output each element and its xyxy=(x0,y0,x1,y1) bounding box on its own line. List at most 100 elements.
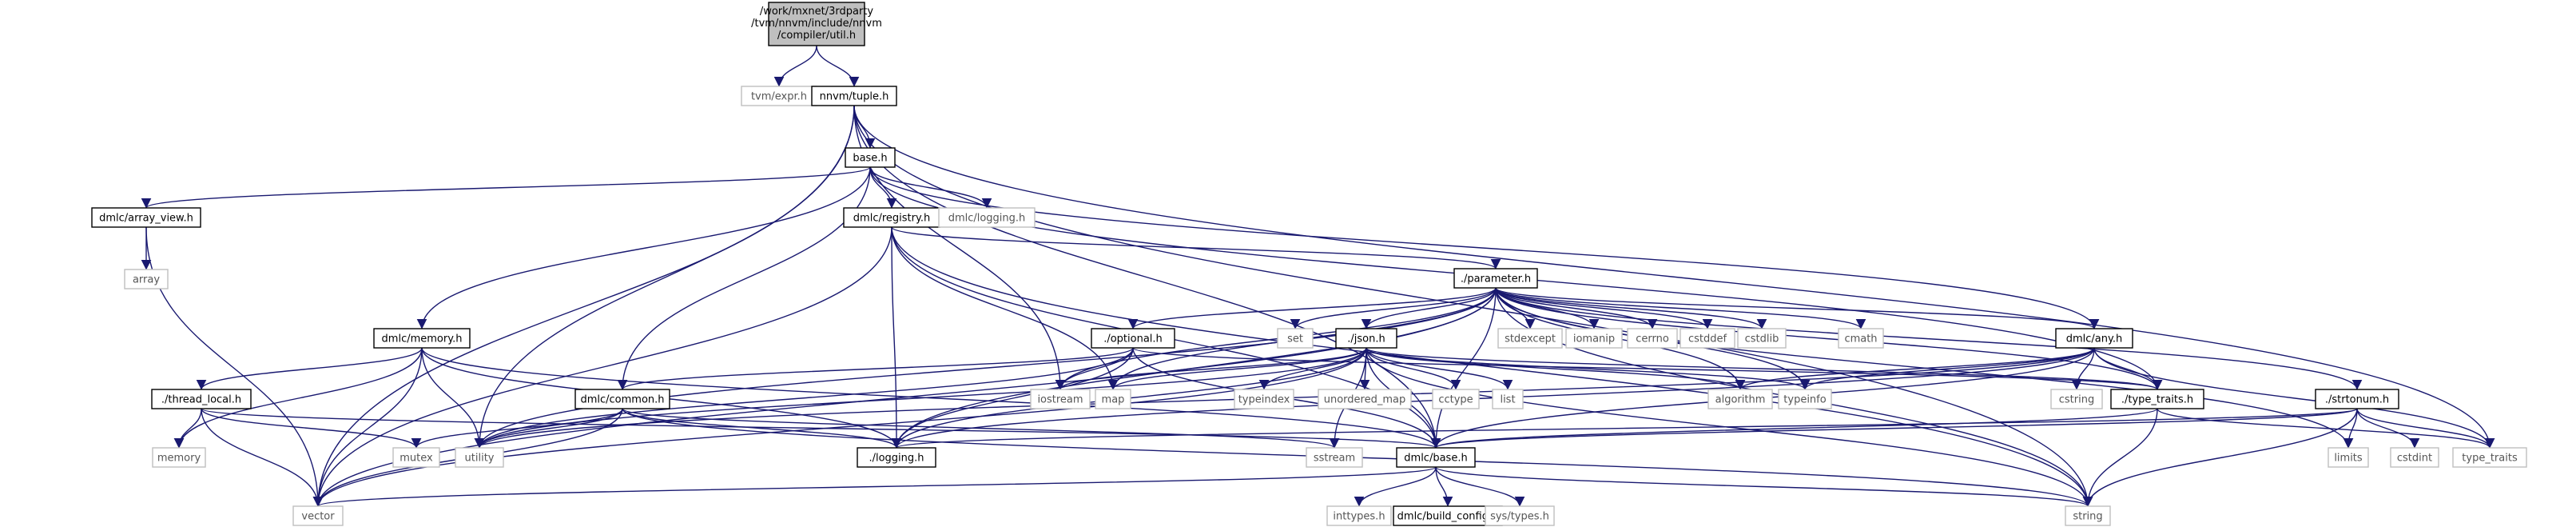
edge-base-to-dmlc_any xyxy=(869,166,2100,329)
node-array_view[interactable]: dmlc/array_view.h xyxy=(91,207,201,228)
node-label-limits: limits xyxy=(2334,453,2363,465)
edge-strtonum-to-type_traits xyxy=(2356,408,2495,449)
node-dmlc_base[interactable]: dmlc/base.h xyxy=(1396,447,1476,468)
edge-strtonum-to-string xyxy=(2082,408,2358,507)
node-box-cstdlib xyxy=(1737,328,1787,349)
node-box-cmath xyxy=(1838,328,1884,349)
edge-thread_local-to-vector xyxy=(201,408,324,507)
edge-parameter-to-json xyxy=(1361,287,1497,329)
dependency-edges xyxy=(141,45,2495,507)
edge-type_traits_h-to-type_traits xyxy=(2157,408,2495,449)
node-box-dmlc_logging_ext xyxy=(938,207,1036,228)
node-optional[interactable]: ./optional.h xyxy=(1091,328,1175,349)
edge-dmlc_any-to-type_traits xyxy=(2093,347,2495,449)
edge-parameter-to-set xyxy=(1290,287,1497,329)
node-label-build_config: dmlc/build_config.h xyxy=(1397,511,1499,523)
node-array: array xyxy=(124,269,169,289)
node-label-dmlc_any: dmlc/any.h xyxy=(2066,333,2122,345)
node-label-mutex: mutex xyxy=(400,453,433,465)
edge-dmlc_base-to-sys_types xyxy=(1435,466,1525,507)
node-label-sstream: sstream xyxy=(1314,453,1355,465)
node-box-build_config xyxy=(1393,505,1503,526)
node-label-base: base.h xyxy=(853,153,887,165)
edge-dmlc_common-to-mutex xyxy=(411,408,623,449)
node-box-parameter xyxy=(1453,268,1538,289)
node-registry[interactable]: dmlc/registry.h xyxy=(843,207,940,228)
node-label-memory_h: dmlc/memory.h xyxy=(382,333,463,345)
node-box-list xyxy=(1492,389,1524,409)
node-logging_h[interactable]: ./logging.h xyxy=(857,447,936,468)
edge-json-to-utility xyxy=(474,347,1367,449)
edge-dmlc_any-to-cstring xyxy=(2071,347,2095,390)
node-box-sys_types xyxy=(1485,505,1555,526)
edge-optional-to-dmlc_common xyxy=(617,347,1134,390)
node-label-thread_local: ./thread_local.h xyxy=(161,394,241,406)
node-base[interactable]: base.h xyxy=(845,147,896,168)
node-box-dmlc_common xyxy=(574,389,670,409)
edge-thread_local-to-memory xyxy=(173,408,202,449)
edge-memory_h-to-memory xyxy=(173,347,423,449)
node-box-logging_h xyxy=(857,447,936,468)
node-box-array_view xyxy=(91,207,201,228)
node-memory_h[interactable]: dmlc/memory.h xyxy=(373,328,471,349)
node-root: /work/mxnet/3rdparty/tvm/nnvm/include/nn… xyxy=(751,2,882,46)
node-strtonum[interactable]: ./strtonum.h xyxy=(2315,389,2399,409)
node-box-vector xyxy=(292,505,344,526)
edge-parameter-to-cstdlib xyxy=(1495,287,1767,329)
node-label-cstring: cstring xyxy=(2059,394,2094,406)
edge-dmlc_common-to-sstream xyxy=(622,408,1339,449)
edge-registry-to-logging_h xyxy=(891,226,902,449)
node-label-optional: ./optional.h xyxy=(1103,333,1163,345)
edge-parameter-to-type_traits_h xyxy=(1495,287,2163,390)
node-label-sys_types: sys/types.h xyxy=(1490,511,1549,523)
node-label-nnvm_tuple: nnvm/tuple.h xyxy=(820,91,889,103)
edge-parameter-to-cmath xyxy=(1495,287,1866,329)
node-box-json xyxy=(1335,328,1397,349)
node-label-parameter: ./parameter.h xyxy=(1461,273,1531,285)
edge-json-to-cctype xyxy=(1366,347,1461,390)
edge-base-to-dmlc_logging_ext xyxy=(869,166,992,209)
edge-json-to-typeindex xyxy=(1258,347,1367,390)
node-utility: utility xyxy=(455,447,504,468)
edge-dmlc_any-to-typeinfo xyxy=(1799,347,2095,390)
edge-nnvm_tuple-to-string xyxy=(853,105,2093,507)
node-parameter[interactable]: ./parameter.h xyxy=(1453,268,1538,289)
edge-memory_h-to-utility xyxy=(421,347,485,449)
node-box-cctype xyxy=(1432,389,1480,409)
node-box-limits xyxy=(2328,447,2369,468)
node-box-unordered_map xyxy=(1318,389,1412,409)
edge-memory_h-to-thread_local xyxy=(196,347,423,390)
edge-strtonum-to-logging_h xyxy=(892,408,2358,449)
node-box-cerrno xyxy=(1627,328,1678,349)
node-box-dmlc_any xyxy=(2055,328,2133,349)
node-label-vector: vector xyxy=(301,511,335,523)
node-dmlc_common[interactable]: dmlc/common.h xyxy=(574,389,670,409)
node-box-root xyxy=(768,2,865,46)
dependency-nodes: /work/mxnet/3rdparty/tvm/nnvm/include/nn… xyxy=(91,2,2527,526)
node-box-string xyxy=(2065,505,2111,526)
node-type_traits_h[interactable]: ./type_traits.h xyxy=(2110,389,2204,409)
node-box-array xyxy=(124,269,169,289)
node-thread_local[interactable]: ./thread_local.h xyxy=(151,389,252,409)
node-box-utility xyxy=(455,447,504,468)
node-box-type_traits xyxy=(2452,447,2527,468)
node-limits: limits xyxy=(2328,447,2369,468)
node-box-type_traits_h xyxy=(2110,389,2204,409)
edge-root-to-tvm_expr xyxy=(773,45,817,87)
edge-parameter-to-dmlc_base xyxy=(1430,287,1497,449)
edge-registry-to-parameter xyxy=(891,226,1501,269)
node-json[interactable]: ./json.h xyxy=(1335,328,1397,349)
edge-memory_h-to-vector xyxy=(312,347,423,507)
node-box-strtonum xyxy=(2315,389,2399,409)
node-type_traits: type_traits xyxy=(2452,447,2527,468)
node-dmlc_any[interactable]: dmlc/any.h xyxy=(2055,328,2133,349)
node-cstddef: cstddef xyxy=(1680,328,1735,349)
node-box-map xyxy=(1095,389,1131,409)
node-box-inttypes xyxy=(1326,505,1392,526)
node-build_config[interactable]: dmlc/build_config.h xyxy=(1393,505,1503,526)
node-label-algorithm: algorithm xyxy=(1715,394,1766,406)
edge-dmlc_common-to-logging_h xyxy=(622,408,902,449)
node-nnvm_tuple[interactable]: nnvm/tuple.h xyxy=(811,86,897,106)
node-cerrno: cerrno xyxy=(1627,328,1678,349)
